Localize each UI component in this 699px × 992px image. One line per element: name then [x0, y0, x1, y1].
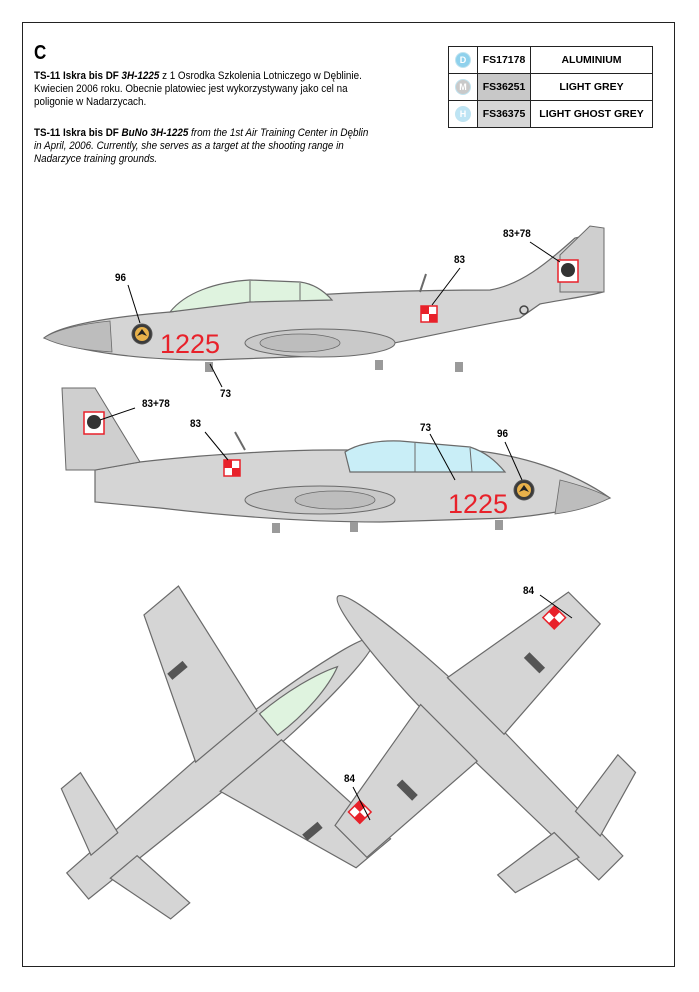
callout-83-78-mid: 83+78	[142, 398, 170, 410]
side-profile-starboard: 1225	[42, 225, 605, 372]
polish-checkerboard-icon	[223, 459, 241, 477]
polish-checkerboard-icon	[420, 305, 438, 323]
legend-row: D FS17178 ALUMINIUM	[448, 46, 653, 74]
callout-83-top: 83	[454, 254, 466, 266]
squadron-emblem-icon	[131, 323, 153, 345]
serial-pl: 3H-1225	[121, 70, 160, 82]
desc-en-line1: from the 1st Air Training Center in Dębl…	[188, 127, 369, 139]
legend-code: FS17178	[477, 46, 531, 74]
legend-row: H FS36375 LIGHT GHOST GREY	[448, 100, 653, 128]
color-swatch-icon: M	[455, 79, 471, 95]
callout-96-top: 96	[115, 272, 127, 284]
side-profile-port: 1225	[61, 387, 612, 533]
callout-83-mid: 83	[190, 418, 202, 430]
legend-name: LIGHT GHOST GREY	[530, 100, 653, 128]
description-english: TS-11 Iskra bis DF BuNo 3H-1225 from the…	[34, 127, 421, 167]
callout-leaders	[99, 241, 573, 821]
legend-code: FS36375	[477, 100, 531, 128]
aircraft-type-pl: TS-11 Iskra bis DF	[34, 70, 122, 82]
callout-96-mid: 96	[497, 428, 509, 440]
color-swatch-icon: D	[455, 52, 471, 68]
callout-73-mid: 73	[420, 422, 432, 434]
callout-83-78-top: 83+78	[503, 228, 531, 240]
desc-pl-line3: poligonie w Nadarzycach.	[34, 96, 147, 109]
color-legend: D FS17178 ALUMINIUM M FS36251 LIGHT GREY…	[448, 46, 653, 128]
legend-name: LIGHT GREY	[530, 73, 653, 101]
legend-name: ALUMINIUM	[530, 46, 653, 74]
legend-row: M FS36251 LIGHT GREY	[448, 73, 653, 101]
callout-84-left: 84	[344, 773, 356, 785]
aircraft-type-en: TS-11 Iskra bis DF	[34, 127, 122, 139]
desc-pl-line2: Kwiecien 2006 roku. Obecnie platowiec je…	[34, 83, 348, 96]
serial-number-port: 1225	[448, 489, 508, 519]
serial-number-starboard: 1225	[160, 329, 220, 359]
callout-73-top: 73	[220, 388, 232, 400]
color-swatch-icon: H	[455, 106, 471, 122]
callout-84-right: 84	[523, 585, 535, 597]
desc-pl-line1: z 1 Osrodka Szkolenia Lotniczego w Dębli…	[159, 70, 362, 82]
serial-en: BuNo 3H-1225	[121, 127, 189, 139]
page-frame	[22, 22, 675, 967]
desc-en-line3: Nadarzyce training grounds.	[34, 153, 158, 166]
profile-letter: C	[34, 42, 47, 64]
plan-view-lower	[334, 591, 637, 894]
description-polish: TS-11 Iskra bis DF 3H-1225 z 1 Osrodka S…	[34, 70, 421, 110]
desc-en-line2: in April, 2006. Currently, she serves as…	[34, 140, 344, 153]
squadron-emblem-icon	[513, 479, 535, 501]
